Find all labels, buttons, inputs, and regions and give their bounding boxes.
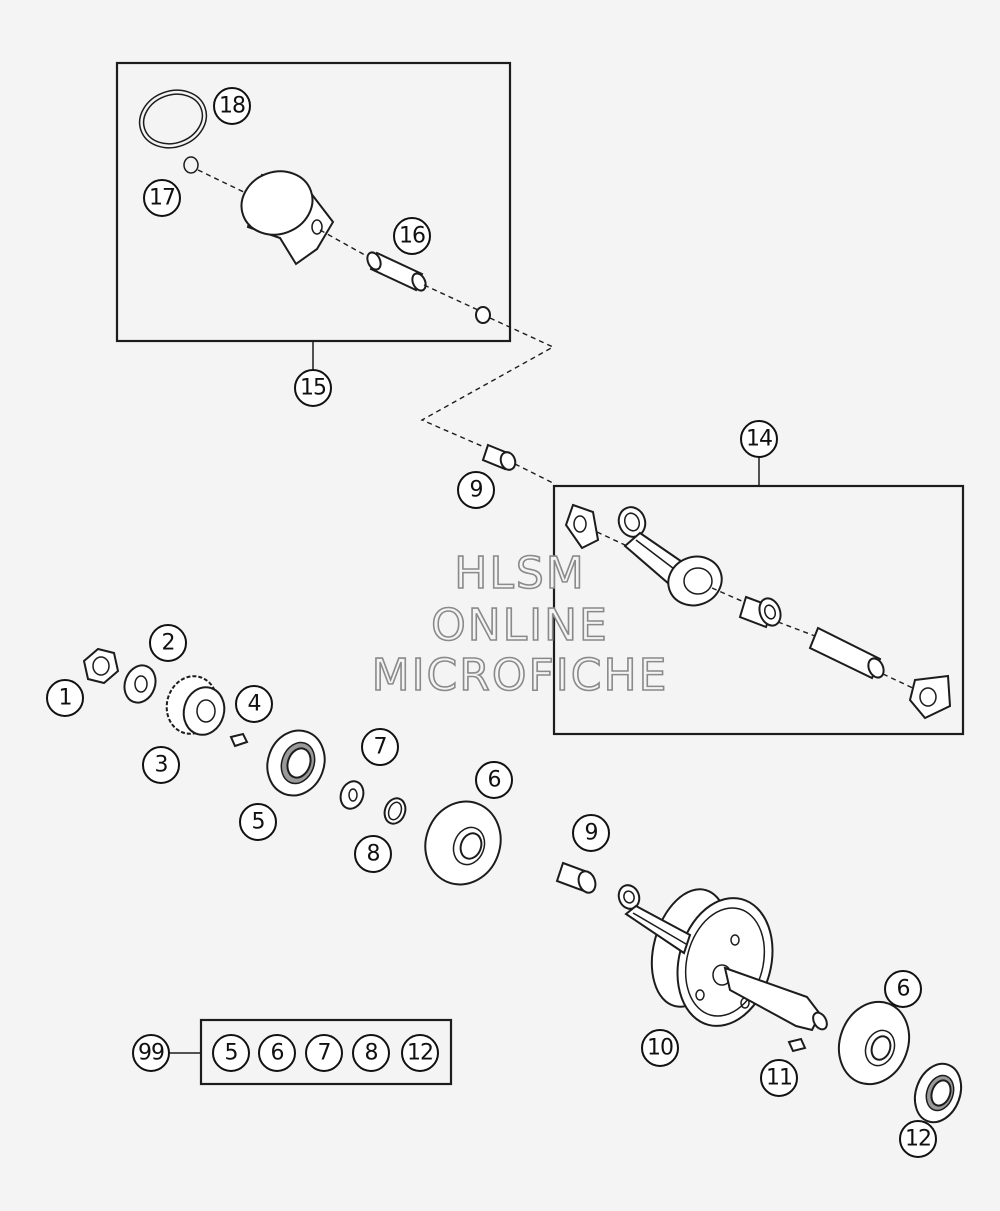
- svg-text:7: 7: [318, 1041, 331, 1066]
- callout-16: 16: [393, 217, 431, 255]
- callout-12: 12: [899, 1120, 937, 1158]
- big-end-bearing[interactable]: [738, 595, 784, 629]
- watermark-line-3: MICROFICHE: [371, 649, 669, 702]
- svg-text:12: 12: [905, 1127, 931, 1152]
- woodruff-key[interactable]: [229, 732, 249, 748]
- callout-6a: 6: [475, 761, 513, 799]
- connecting-rod[interactable]: [615, 503, 729, 612]
- callout-14: 14: [740, 420, 778, 458]
- callout-8: 8: [354, 835, 392, 873]
- callout-7: 7: [361, 728, 399, 766]
- svg-text:8: 8: [367, 842, 380, 867]
- piston-pin[interactable]: [365, 250, 428, 292]
- svg-text:9: 9: [470, 478, 483, 503]
- svg-text:11: 11: [766, 1066, 792, 1091]
- pin-axis-line-2: [423, 284, 479, 311]
- piston[interactable]: [233, 162, 335, 266]
- svg-text:4: 4: [248, 692, 261, 717]
- callout-17: 17: [143, 179, 181, 217]
- callout-3: 3: [142, 746, 180, 784]
- svg-text:2: 2: [162, 631, 175, 656]
- svg-text:16: 16: [399, 224, 425, 249]
- callout-2: 2: [149, 624, 187, 662]
- callout-99: 99: [132, 1034, 170, 1072]
- callout-18: 18: [213, 87, 251, 125]
- svg-text:5: 5: [252, 810, 265, 835]
- svg-text:15: 15: [300, 376, 326, 401]
- callout-4: 4: [235, 685, 273, 723]
- kit-item-5: 5: [212, 1034, 250, 1072]
- main-bearing-left[interactable]: [414, 791, 512, 895]
- conrod-axis-line: [596, 531, 626, 546]
- svg-text:14: 14: [746, 427, 772, 452]
- kit-item-8: 8: [352, 1034, 390, 1072]
- conrod-washer-top[interactable]: [564, 503, 600, 550]
- piston-axis-line: [197, 169, 253, 197]
- callout-10: 10: [641, 1029, 679, 1067]
- svg-text:6: 6: [897, 977, 910, 1002]
- conrod-washer-bottom[interactable]: [908, 674, 952, 720]
- conrod-axis-line-2: [711, 587, 745, 603]
- shaft-seal[interactable]: [258, 722, 333, 803]
- svg-text:7: 7: [374, 735, 387, 760]
- small-end-bearing-lower[interactable]: [555, 861, 598, 895]
- seal-kit-box: [199, 1018, 453, 1086]
- piston-circlip[interactable]: [183, 156, 199, 174]
- svg-text:9: 9: [585, 821, 598, 846]
- crank-key[interactable]: [787, 1037, 807, 1053]
- crankshaft[interactable]: [615, 881, 829, 1037]
- kit-item-12: 12: [401, 1034, 439, 1072]
- shim-washer[interactable]: [337, 778, 367, 812]
- svg-text:3: 3: [155, 753, 168, 778]
- callout-5: 5: [239, 803, 277, 841]
- crankpin-axis-line-2: [882, 673, 918, 691]
- washer[interactable]: [119, 661, 160, 707]
- svg-text:5: 5: [225, 1041, 238, 1066]
- watermark-line-2: ONLINE: [430, 599, 609, 652]
- kit-item-7: 7: [305, 1034, 343, 1072]
- crankpin-axis-line: [777, 621, 816, 637]
- nut[interactable]: [82, 647, 120, 685]
- assembly-link-line: [420, 317, 555, 448]
- kit-item-6: 6: [258, 1034, 296, 1072]
- crank-pin[interactable]: [808, 626, 887, 680]
- main-bearing-right[interactable]: [828, 992, 921, 1094]
- svg-text:8: 8: [365, 1041, 378, 1066]
- callout-15: 15: [294, 369, 332, 407]
- callout-9a: 9: [457, 471, 495, 509]
- svg-text:1: 1: [59, 686, 72, 711]
- callout-9b: 9: [572, 814, 610, 852]
- bearing-axis-line: [514, 463, 554, 484]
- primary-gear[interactable]: [160, 671, 229, 740]
- svg-text:6: 6: [271, 1041, 284, 1066]
- svg-text:10: 10: [647, 1036, 673, 1061]
- svg-text:99: 99: [138, 1041, 164, 1066]
- watermark-line-1: HLSM: [453, 547, 586, 600]
- callout-6b: 6: [884, 970, 922, 1008]
- shaft-seal-right[interactable]: [907, 1057, 969, 1128]
- svg-text:18: 18: [219, 94, 245, 119]
- o-ring[interactable]: [381, 795, 409, 826]
- callout-1: 1: [46, 679, 84, 717]
- piston-circlip-2[interactable]: [475, 306, 491, 324]
- svg-text:17: 17: [149, 186, 175, 211]
- pin-axis-line: [319, 229, 373, 260]
- piston-ring[interactable]: [131, 81, 214, 157]
- svg-text:6: 6: [488, 768, 501, 793]
- callout-11: 11: [760, 1059, 798, 1097]
- small-end-bearing[interactable]: [481, 443, 518, 472]
- svg-text:12: 12: [407, 1041, 433, 1066]
